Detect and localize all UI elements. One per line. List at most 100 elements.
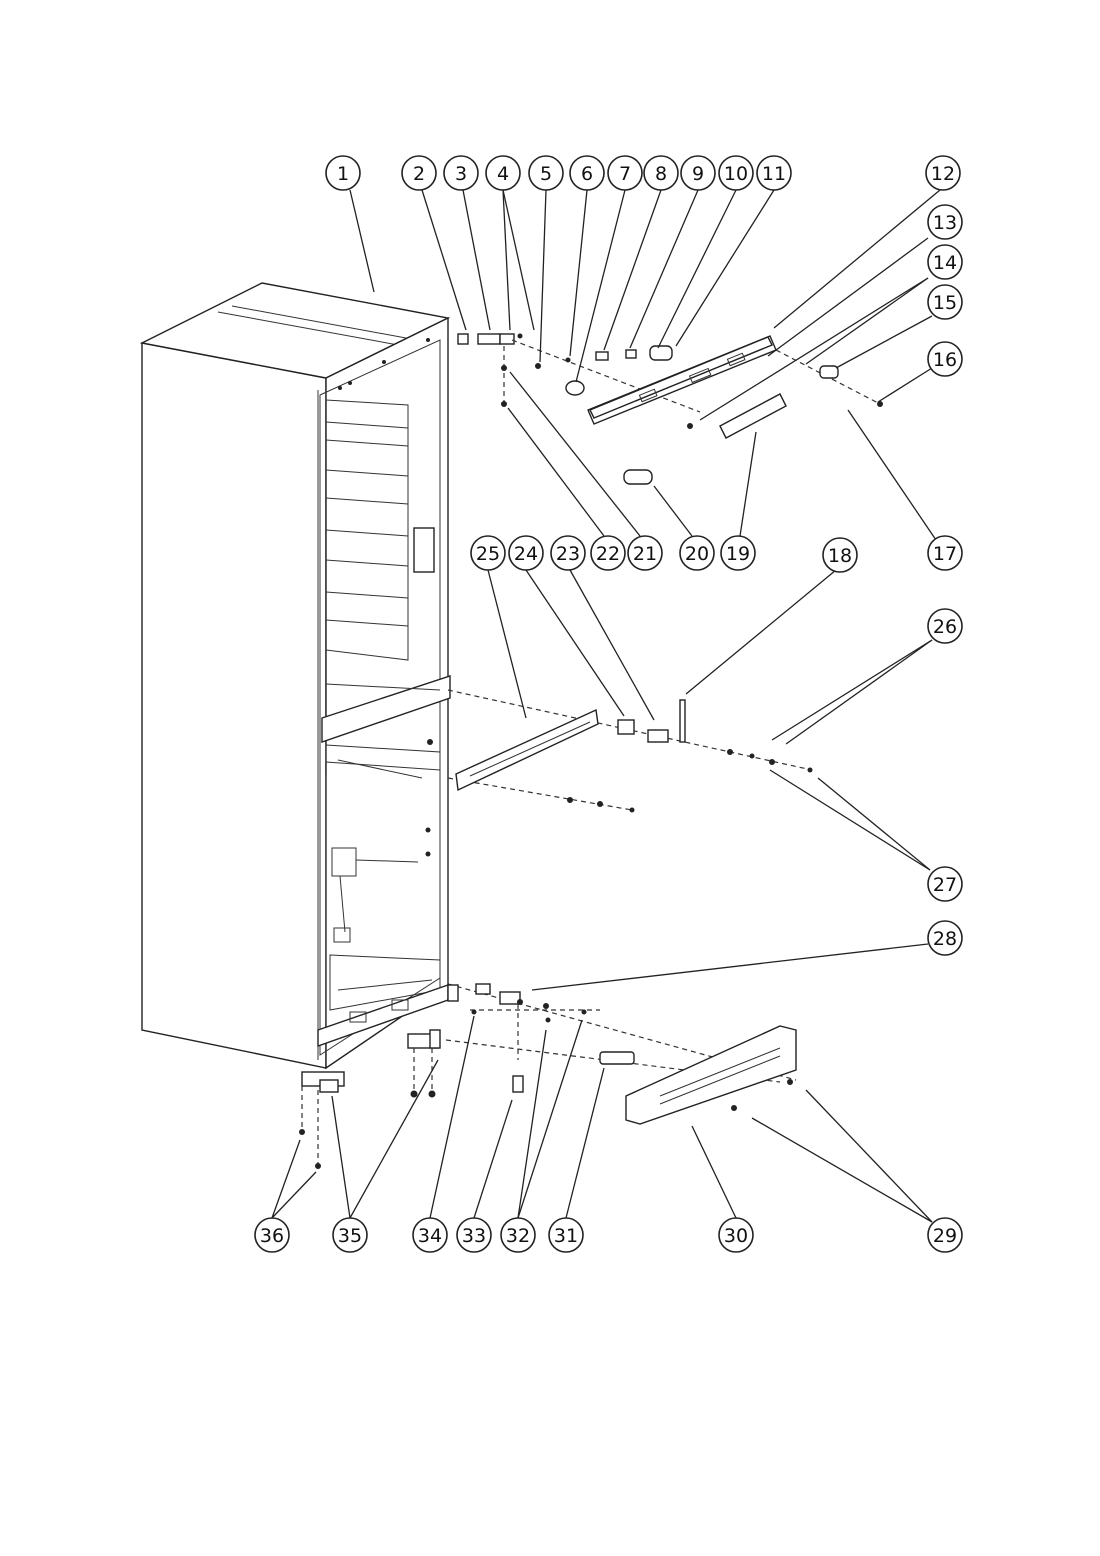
leader-6 [569,189,588,357]
callout-30: 30 [718,1217,754,1253]
callout-label: 1 [337,163,349,185]
callout-label: 5 [540,163,552,185]
leader-20 [653,485,693,537]
callout-label: 16 [933,349,957,371]
leader-1 [349,189,375,293]
leader-35a [331,1095,351,1219]
callout-31: 31 [548,1217,584,1253]
callout-27: 27 [927,866,963,902]
leader-5 [539,189,547,363]
leader-23 [569,569,655,721]
leader-15 [835,315,933,369]
leader-3 [462,189,491,331]
leader-26a [771,639,933,741]
bottom-assembly [299,983,797,1169]
leader-36b [271,1171,317,1219]
callout-35: 35 [332,1217,368,1253]
leader-31 [565,1067,605,1219]
callout-17: 17 [927,535,963,571]
leader-2 [421,189,467,331]
callouts: 1 2 3 4 5 6 7 8 9 10 11 12 13 14 15 16 1… [254,155,963,1253]
callout-20: 20 [679,535,715,571]
callout-label: 13 [933,212,957,234]
leader-18 [685,569,837,695]
callout-label: 21 [633,543,657,565]
callout-16: 16 [927,341,963,377]
leader-14a [805,277,929,365]
callout-label: 23 [556,543,580,565]
leader-19 [739,431,757,537]
leader-17 [847,409,937,541]
callout-label: 7 [619,163,631,185]
callout-label: 33 [462,1225,486,1247]
callout-5: 5 [528,155,564,191]
leader-27b [817,777,931,871]
middle-hinge-assembly [447,689,813,813]
callout-36: 36 [254,1217,290,1253]
callout-label: 19 [726,543,750,565]
leader-13 [767,237,929,357]
leader-35b [349,1059,439,1219]
leader-29a [805,1089,933,1223]
callout-label: 9 [692,163,704,185]
leader-24 [525,569,625,717]
leader-16 [877,367,933,403]
leader-30 [691,1125,737,1219]
callout-33: 33 [456,1217,492,1253]
callout-label: 27 [933,874,957,896]
leader-27a [769,769,931,871]
leader-28 [531,943,929,991]
callout-label: 34 [418,1225,442,1247]
callout-label: 29 [933,1225,957,1247]
callout-29: 29 [927,1217,963,1253]
callout-label: 3 [455,163,467,185]
callout-label: 12 [931,163,955,185]
callout-1: 1 [325,155,361,191]
leader-32b [517,1019,583,1219]
callout-label: 30 [724,1225,748,1247]
callout-label: 11 [762,163,786,185]
callout-19: 19 [720,535,756,571]
callout-label: 18 [828,545,852,567]
callout-label: 4 [497,163,509,185]
leader-9 [629,189,699,349]
leader-4b [502,189,535,331]
callout-label: 14 [933,252,957,274]
leader-34 [429,1015,475,1219]
callout-11: 11 [756,155,792,191]
callout-label: 24 [514,543,538,565]
leader-8 [603,189,662,351]
leader-10 [657,189,737,349]
callout-label: 2 [413,163,425,185]
callout-label: 36 [260,1225,284,1247]
leader-4a [502,189,511,331]
callout-label: 10 [724,163,748,185]
callout-label: 8 [655,163,667,185]
top-assembly [457,333,883,485]
leader-7 [575,189,626,383]
callout-24: 24 [508,535,544,571]
callout-14: 14 [927,244,963,280]
callout-label: 20 [685,543,709,565]
callout-label: 22 [596,543,620,565]
callout-22: 22 [590,535,626,571]
leader-14b [699,277,929,421]
refrigerator-cabinet [139,282,451,1070]
callout-label: 25 [476,543,500,565]
callout-25: 25 [470,535,506,571]
leader-21 [509,371,641,537]
callout-12: 12 [925,155,961,191]
leader-32a [517,1029,547,1219]
callout-18: 18 [822,537,858,573]
callout-label: 35 [338,1225,362,1247]
leader-26b [785,639,933,745]
callout-15: 15 [927,284,963,320]
callout-3: 3 [443,155,479,191]
callout-26: 26 [927,608,963,644]
callout-4: 4 [485,155,521,191]
leader-29b [751,1117,933,1223]
callout-23: 23 [550,535,586,571]
leader-33 [473,1099,513,1219]
leader-11 [675,189,775,347]
